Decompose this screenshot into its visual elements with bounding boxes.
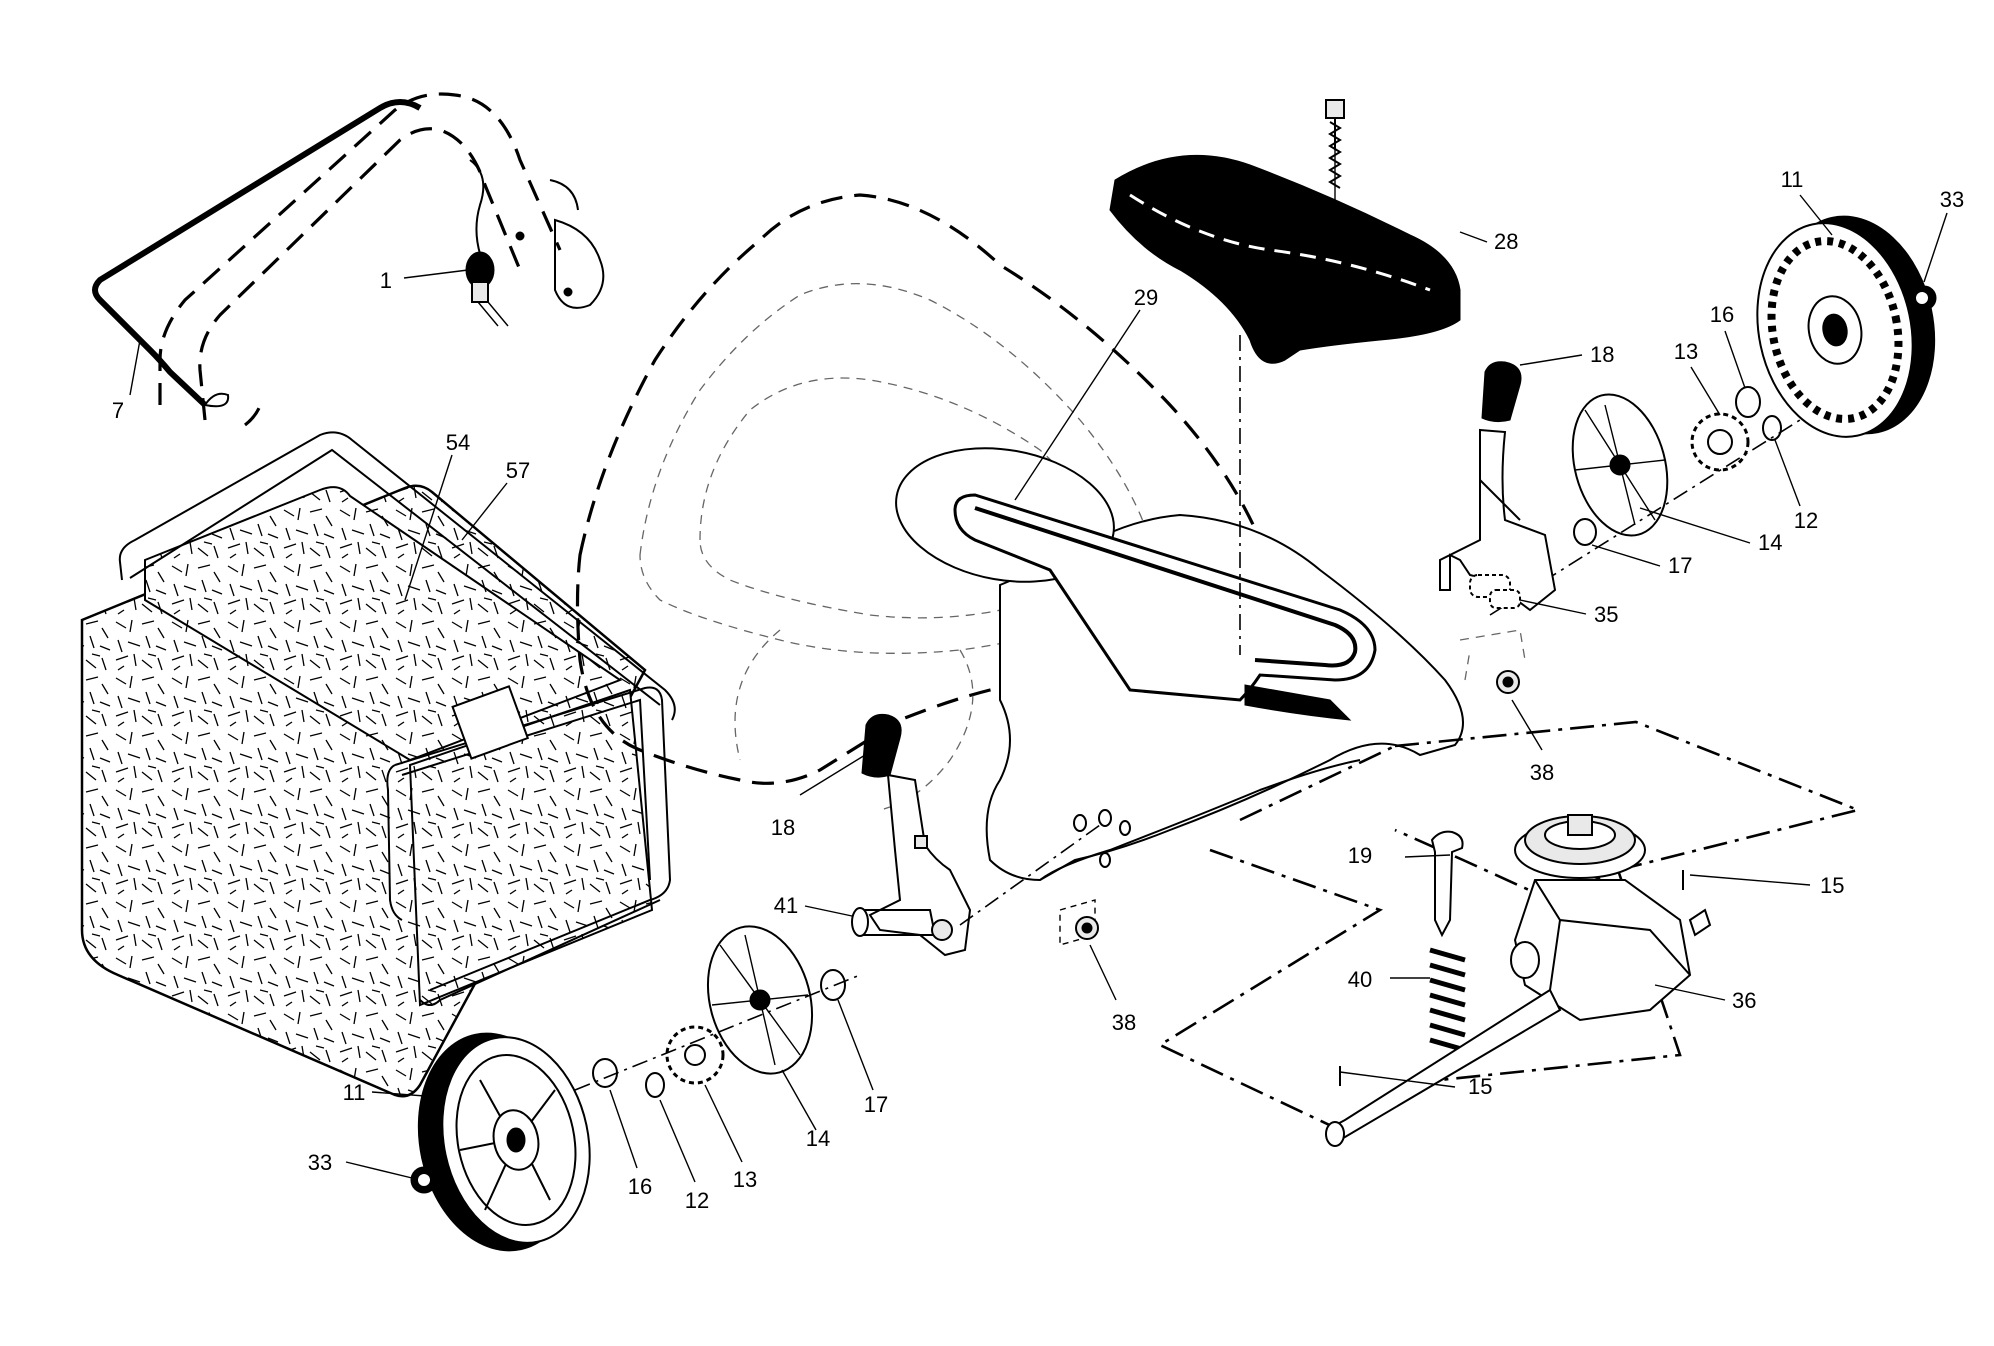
callout-12-right: 12 bbox=[1794, 508, 1818, 533]
callout-11-left: 11 bbox=[343, 1080, 366, 1105]
callout-1: 1 bbox=[380, 268, 392, 293]
callout-15-upper: 15 bbox=[1820, 873, 1844, 898]
handle-assembly bbox=[92, 92, 605, 427]
callout-17-left: 17 bbox=[864, 1092, 888, 1117]
callout-16-left: 16 bbox=[628, 1174, 652, 1199]
callout-17-right: 17 bbox=[1668, 553, 1692, 578]
discharge-chute-opening bbox=[895, 447, 1377, 721]
front-wheel-left bbox=[410, 925, 861, 1252]
callout-18-right: 18 bbox=[1590, 342, 1614, 367]
callout-13-left: 13 bbox=[733, 1167, 757, 1192]
height-adjust-lever-right bbox=[1439, 361, 1557, 694]
callout-14-right: 14 bbox=[1758, 530, 1782, 555]
callout-19: 19 bbox=[1348, 843, 1372, 868]
callout-38-right: 38 bbox=[1530, 760, 1554, 785]
callout-11-right: 11 bbox=[1781, 167, 1804, 192]
callout-labels: 1 7 54 57 29 28 11 33 18 13 16 12 14 17 … bbox=[112, 167, 1964, 1213]
callout-35: 35 bbox=[1594, 602, 1618, 627]
callout-12-left: 12 bbox=[685, 1188, 709, 1213]
rear-deflector bbox=[1109, 99, 1461, 655]
callout-57: 57 bbox=[506, 458, 530, 483]
callout-16-right: 16 bbox=[1710, 302, 1734, 327]
callout-7: 7 bbox=[112, 398, 124, 423]
callout-29: 29 bbox=[1134, 285, 1158, 310]
height-adjust-lever-left bbox=[851, 714, 1131, 957]
callout-14-left: 14 bbox=[806, 1126, 830, 1151]
callout-36: 36 bbox=[1732, 988, 1756, 1013]
right-hub-parts bbox=[1489, 386, 1801, 616]
callout-28: 28 bbox=[1494, 229, 1518, 254]
callout-54: 54 bbox=[446, 430, 470, 455]
rear-wheel-right bbox=[1756, 215, 1937, 438]
callout-33-right: 33 bbox=[1940, 187, 1964, 212]
callout-40: 40 bbox=[1348, 967, 1372, 992]
callout-15-lower: 15 bbox=[1468, 1074, 1492, 1099]
leader-lines bbox=[129, 194, 1948, 1183]
callout-41: 41 bbox=[774, 893, 798, 918]
callout-18-left: 18 bbox=[771, 815, 795, 840]
callout-33-left: 33 bbox=[308, 1150, 332, 1175]
callout-13-right: 13 bbox=[1674, 339, 1698, 364]
callout-38-left: 38 bbox=[1112, 1010, 1136, 1035]
transmission-assembly bbox=[1157, 720, 1863, 1147]
grass-catcher-bag bbox=[80, 431, 676, 1098]
